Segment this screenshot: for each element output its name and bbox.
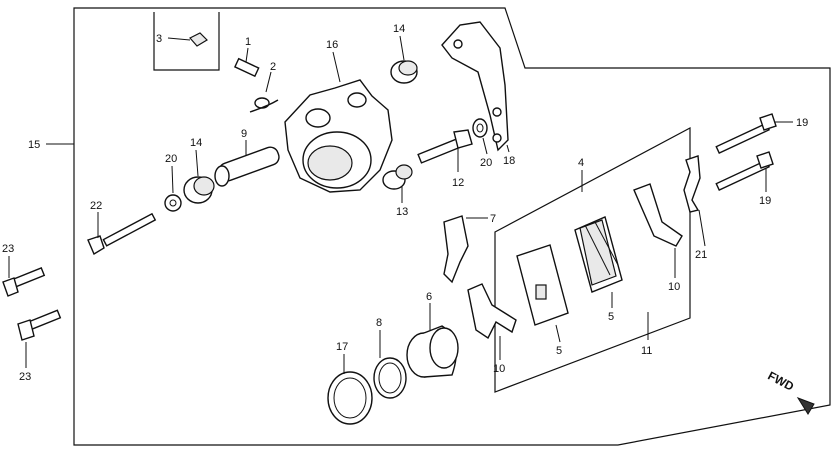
- label-11: 11: [641, 345, 652, 357]
- part-6-piston: [406, 303, 459, 378]
- label-14-left: 14: [190, 137, 202, 149]
- label-10-right: 10: [668, 281, 680, 293]
- label-20-left: 20: [165, 153, 177, 165]
- part-9-slide-pin: [214, 140, 280, 187]
- label-18: 18: [503, 155, 515, 167]
- label-15: 15: [28, 139, 40, 151]
- part-12-pin-bolt: [417, 129, 473, 172]
- label-23-lower: 23: [19, 371, 31, 383]
- part-19-bolt-lower: [715, 151, 774, 192]
- part-22-bolt: [87, 212, 157, 256]
- part-17-dust-seal: [327, 354, 373, 425]
- part-3-cap: [167, 32, 208, 47]
- part-1-bleeder: [233, 47, 260, 78]
- part-20-washer-right: [472, 118, 488, 155]
- label-7: 7: [490, 213, 496, 225]
- label-2: 2: [270, 61, 276, 73]
- label-17: 17: [336, 341, 348, 353]
- part-7-pad-retainer: [443, 215, 488, 284]
- part-21-pad-spring: [683, 155, 706, 247]
- label-13: 13: [396, 206, 408, 218]
- fwd-label: FWD: [766, 369, 797, 394]
- label-16: 16: [326, 39, 338, 51]
- label-20-right: 20: [480, 157, 492, 169]
- part-5-pad-right: [574, 216, 623, 308]
- label-8: 8: [376, 317, 382, 329]
- label-23-upper: 23: [2, 243, 14, 255]
- part-16-caliper-body: [284, 51, 393, 193]
- forward-direction-arrow: FWD: [766, 369, 815, 415]
- label-19-lower: 19: [759, 195, 771, 207]
- label-4: 4: [578, 157, 584, 169]
- assembly-frame: [73, 7, 831, 446]
- label-1: 1: [245, 36, 251, 48]
- part-8-piston-seal: [373, 330, 407, 399]
- pad-set-frame: [494, 127, 691, 393]
- part-19-bolt-upper: [715, 113, 793, 154]
- part-14-boot-left: [183, 149, 215, 204]
- label-5-left: 5: [556, 345, 562, 357]
- label-22: 22: [90, 200, 102, 212]
- label-6: 6: [426, 291, 432, 303]
- part-18-bracket: [441, 21, 510, 153]
- part-14-boot-top: [390, 35, 418, 84]
- label-5-right: 5: [608, 311, 614, 323]
- part-23-bolt-lower: [17, 309, 62, 368]
- label-14-top: 14: [393, 23, 405, 35]
- part-23-bolt-upper: [2, 256, 46, 297]
- label-9: 9: [241, 128, 247, 140]
- inset-frame-part-3: [153, 12, 220, 71]
- part-20-washer-left: [164, 165, 182, 212]
- label-10-left: 10: [493, 363, 505, 375]
- label-19-upper: 19: [796, 117, 808, 129]
- part-10-shim-left: [467, 283, 517, 360]
- label-21: 21: [695, 249, 707, 261]
- label-3: 3: [156, 33, 162, 45]
- part-2-bleeder-cap: [249, 71, 279, 113]
- label-12: 12: [452, 177, 464, 189]
- part-10-shim-right: [633, 183, 683, 278]
- part-13-boot: [382, 164, 413, 203]
- part-5-pad-left: [516, 244, 569, 343]
